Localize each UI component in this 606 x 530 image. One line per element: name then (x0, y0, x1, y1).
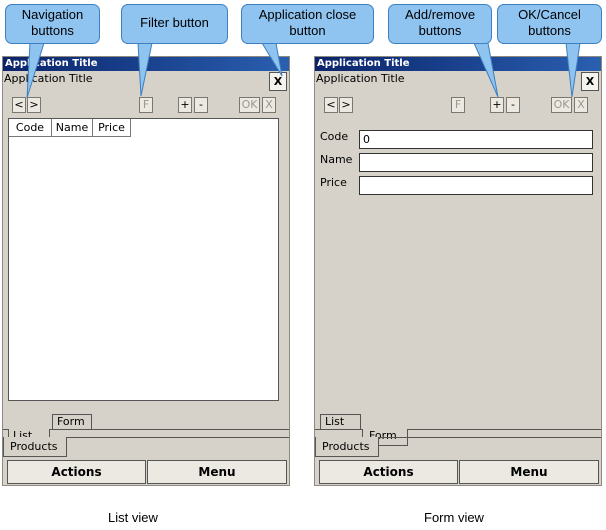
app-close-pointer (261, 42, 283, 77)
prev-button[interactable]: < (324, 97, 338, 113)
column-header-price[interactable]: Price (93, 119, 131, 137)
filter-callout: Filter button (121, 4, 228, 44)
cancel-button[interactable]: X (262, 97, 276, 113)
app-close-callout: Application close button (241, 4, 374, 44)
ok-cancel-pointer (565, 42, 581, 98)
tab-list[interactable]: List (320, 414, 361, 430)
price-field[interactable] (359, 176, 593, 195)
list-view-caption: List view (108, 510, 158, 525)
entity-tab-divider (315, 437, 601, 438)
navigation-pointer (26, 42, 45, 99)
remove-button[interactable]: - (506, 97, 520, 113)
app-title: Application Title (316, 72, 405, 85)
ok-button[interactable]: OK (551, 97, 572, 113)
prev-button[interactable]: < (12, 97, 26, 113)
app-close-button[interactable]: X (581, 72, 599, 91)
app-title: Application Title (4, 72, 93, 85)
form-view-screen: Application Title Application Title X < … (314, 56, 602, 486)
actions-softkey[interactable]: Actions (7, 460, 146, 484)
add-button[interactable]: + (178, 97, 192, 113)
filter-pointer (137, 42, 153, 97)
window-title-bar: Application Title (315, 57, 601, 71)
ok-button[interactable]: OK (239, 97, 260, 113)
price-label: Price (320, 176, 347, 189)
add-remove-callout-line2: buttons (418, 23, 462, 38)
app-close-callout-line1: Application close (258, 7, 357, 22)
ok-cancel-callout: OK/Cancel buttons (497, 4, 602, 44)
actions-softkey[interactable]: Actions (319, 460, 458, 484)
column-header-name[interactable]: Name (52, 119, 93, 137)
cancel-button[interactable]: X (574, 97, 588, 113)
ok-cancel-callout-line1: OK/Cancel (518, 7, 581, 22)
add-button[interactable]: + (490, 97, 504, 113)
navigation-callout-line1: Navigation (21, 7, 84, 22)
next-button[interactable]: > (27, 97, 41, 113)
code-label: Code (320, 130, 349, 143)
remove-button[interactable]: - (194, 97, 208, 113)
view-tab-divider (3, 429, 289, 430)
next-button[interactable]: > (339, 97, 353, 113)
entity-tab-divider (3, 437, 289, 438)
filter-button[interactable]: F (139, 97, 153, 113)
tab-products[interactable]: Products (3, 437, 67, 457)
menu-softkey[interactable]: Menu (147, 460, 287, 484)
app-close-callout-line2: button (289, 23, 326, 38)
name-field[interactable] (359, 153, 593, 172)
list-view-screen: Application Title Application Title X < … (2, 56, 290, 486)
tab-products[interactable]: Products (315, 437, 379, 457)
ok-cancel-callout-line2: buttons (528, 23, 571, 38)
code-field[interactable]: 0 (359, 130, 593, 149)
name-label: Name (320, 153, 353, 166)
view-tab-divider (315, 429, 601, 430)
navigation-callout: Navigation buttons (5, 4, 100, 44)
navigation-callout-line2: buttons (31, 23, 74, 38)
column-header-code[interactable]: Code (9, 119, 52, 137)
app-close-button[interactable]: X (269, 72, 287, 91)
menu-softkey[interactable]: Menu (459, 460, 599, 484)
add-remove-callout-line1: Add/remove (404, 7, 476, 22)
tab-form[interactable]: Form (52, 414, 92, 430)
add-remove-callout: Add/remove buttons (388, 4, 492, 44)
form-view-caption: Form view (424, 510, 484, 525)
products-list[interactable]: Code Name Price (8, 118, 279, 401)
filter-button[interactable]: F (451, 97, 465, 113)
add-remove-pointer (473, 42, 499, 98)
